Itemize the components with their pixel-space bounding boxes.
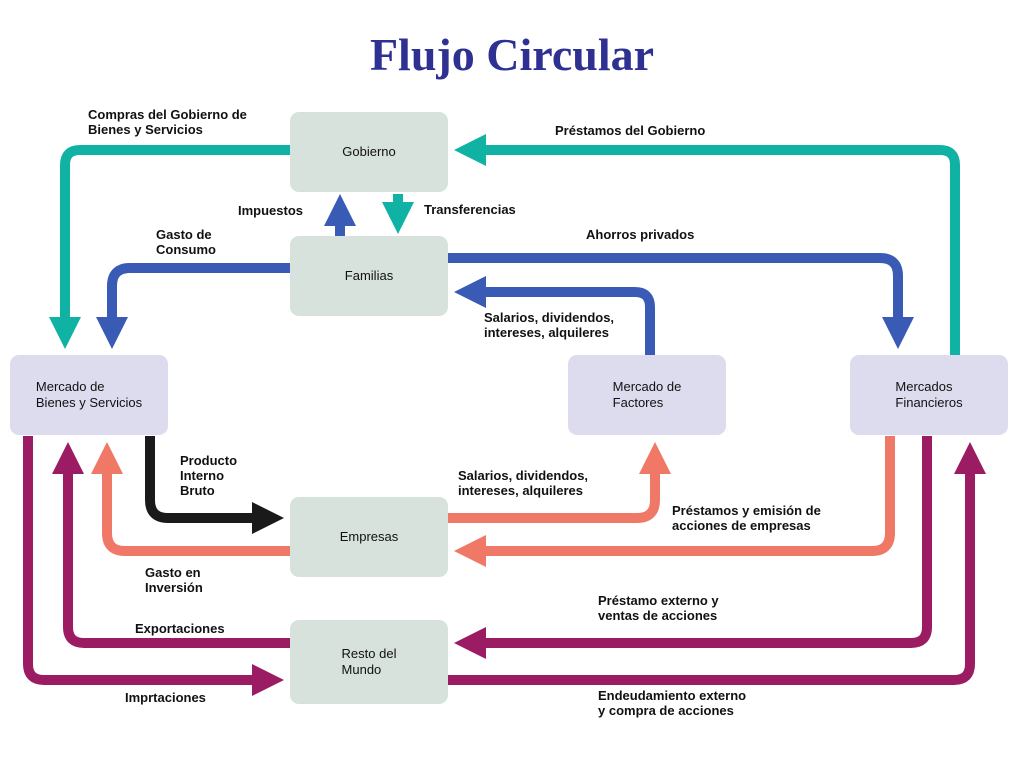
arrow-prestamos-gobierno	[453, 133, 960, 355]
arrow-importaciones	[23, 436, 285, 697]
node-mercado-factores: Mercado de Factores	[568, 355, 726, 435]
node-mercados-financieros: Mercados Financieros	[850, 355, 1008, 435]
arrow-ahorros-privados	[448, 253, 915, 350]
label-transferencias: Transferencias	[424, 202, 516, 217]
arrow-exportaciones	[51, 441, 290, 648]
node-familias: Familias	[290, 236, 448, 316]
label-prestamos-gobierno: Préstamos del Gobierno	[555, 123, 706, 138]
arrow-salarios-empresas	[448, 441, 672, 523]
label-ahorros-privados: Ahorros privados	[586, 227, 695, 242]
node-mercado-bienes: Mercado de Bienes y Servicios	[10, 355, 168, 435]
node-resto-mundo: Resto del Mundo	[290, 620, 448, 704]
arrow-gasto-inversion	[90, 441, 290, 556]
arrow-endeudamiento	[448, 441, 987, 685]
label-salarios-factores: Salarios, dividendos, intereses, alquile…	[484, 310, 615, 340]
arrow-compras-gobierno	[48, 145, 290, 350]
label-gasto-consumo: Gasto de Consumo	[156, 227, 216, 257]
label-producto-interno: Producto Interno Bruto	[180, 453, 238, 498]
label-prestamos-empresas: Préstamos y emisión de acciones de empre…	[672, 503, 821, 533]
label-endeudamiento: Endeudamiento externo y compra de accion…	[598, 688, 747, 718]
label-salarios-empresas: Salarios, dividendos, intereses, alquile…	[458, 468, 589, 498]
node-gobierno: Gobierno	[290, 112, 448, 192]
arrow-salarios-factores	[453, 275, 655, 355]
label-compras-gobierno: Compras del Gobierno de Bienes y Servici…	[88, 107, 247, 137]
node-empresas: Empresas	[290, 497, 448, 577]
arrow-prestamo-externo	[453, 436, 932, 660]
label-gasto-inversion: Gasto en Inversión	[145, 565, 203, 595]
label-prestamo-externo: Préstamo externo y ventas de acciones	[598, 593, 719, 623]
page-title: Flujo Circular	[369, 29, 655, 80]
label-exportaciones: Exportaciones	[135, 621, 225, 636]
label-importaciones: Imprtaciones	[125, 690, 206, 705]
arrow-prestamos-empresas	[453, 436, 895, 568]
label-impuestos: Impuestos	[238, 203, 304, 218]
arrow-producto-interno	[145, 436, 285, 535]
arrow-gasto-consumo	[95, 263, 290, 350]
